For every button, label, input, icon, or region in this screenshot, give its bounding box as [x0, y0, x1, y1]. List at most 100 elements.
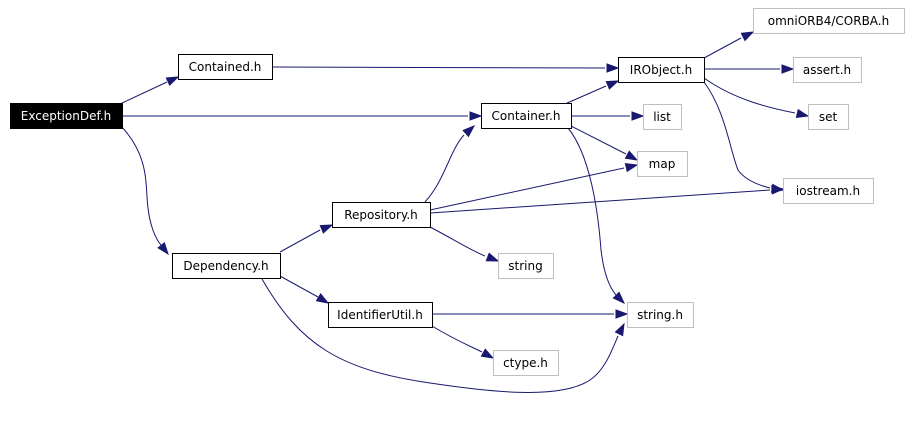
- node-box: [808, 104, 849, 130]
- edge-line: [703, 37, 742, 59]
- node-label: ExceptionDef.h: [21, 109, 111, 123]
- edge-exceptiondef-to-contained: [119, 76, 180, 105]
- node-box: [793, 57, 862, 83]
- edge-line: [429, 226, 486, 257]
- edges-layer: [119, 31, 810, 393]
- edge-line: [429, 167, 625, 211]
- node-box: [328, 302, 433, 328]
- arrowhead: [319, 224, 334, 234]
- node-label: Repository.h: [344, 208, 418, 222]
- edge-line: [431, 325, 483, 353]
- edge-line: [567, 127, 617, 296]
- node-label: assert.h: [803, 63, 851, 77]
- node-box: [783, 178, 874, 204]
- arrowhead: [795, 108, 810, 119]
- node-label: set: [819, 110, 838, 124]
- node-box: [637, 151, 688, 177]
- node-box: [643, 104, 682, 130]
- edge-line: [119, 81, 168, 105]
- node-box: [493, 350, 559, 376]
- arrowhead: [605, 80, 620, 90]
- node-assert: assert.h: [793, 57, 862, 83]
- arrowhead: [315, 293, 330, 304]
- edge-repository-to-map: [429, 162, 639, 211]
- edge-container-to-stringh: [567, 127, 626, 305]
- node-box: [627, 302, 694, 328]
- arrowhead: [624, 162, 639, 173]
- arrowhead: [771, 185, 785, 195]
- node-irobject[interactable]: IRObject.h: [618, 57, 705, 83]
- arrowhead: [740, 31, 755, 42]
- edge-repository-to-string: [429, 226, 500, 262]
- node-label: Contained.h: [189, 60, 262, 74]
- arrowhead: [612, 291, 626, 305]
- arrowhead: [631, 111, 645, 121]
- node-string: string: [498, 253, 554, 279]
- node-box: [172, 253, 281, 279]
- node-ctype: ctype.h: [493, 350, 559, 376]
- node-exceptiondef[interactable]: ExceptionDef.h: [10, 103, 123, 129]
- arrowhead: [462, 125, 476, 138]
- edge-line: [564, 85, 607, 105]
- arrowhead: [614, 322, 625, 337]
- node-omniorb: omniORB4/CORBA.h: [753, 8, 905, 34]
- edge-repository-to-iostream: [429, 185, 785, 214]
- node-box: [178, 54, 273, 80]
- edge-line: [279, 229, 321, 253]
- edge-container-to-map: [570, 125, 639, 161]
- edge-line: [279, 275, 319, 298]
- edge-container-to-list: [571, 111, 645, 121]
- arrowhead: [624, 150, 639, 161]
- arrowhead: [781, 64, 795, 74]
- edge-line: [703, 81, 771, 189]
- edge-line: [121, 126, 162, 246]
- edge-irobject-to-set: [703, 77, 810, 119]
- node-set: set: [808, 104, 849, 130]
- node-list: list: [643, 104, 682, 130]
- edge-dependency-to-stringh: [261, 278, 625, 393]
- node-stringh: string.h: [627, 302, 694, 328]
- node-label: string.h: [637, 308, 683, 322]
- arrowhead: [485, 252, 500, 262]
- node-dependency[interactable]: Dependency.h: [172, 253, 281, 279]
- node-label: Container.h: [492, 109, 561, 123]
- edge-line: [271, 66, 606, 69]
- arrowhead: [606, 63, 620, 73]
- node-identifierutil[interactable]: IdentifierUtil.h: [328, 302, 433, 328]
- node-map: map: [637, 151, 688, 177]
- node-repository[interactable]: Repository.h: [332, 202, 431, 228]
- edge-line: [261, 278, 619, 393]
- arrowhead: [615, 309, 629, 319]
- node-container[interactable]: Container.h: [481, 103, 572, 129]
- edge-identifierutil-to-ctype: [431, 325, 495, 359]
- node-contained[interactable]: Contained.h: [178, 54, 273, 80]
- node-label: Dependency.h: [183, 259, 268, 273]
- node-label: string: [508, 259, 542, 273]
- node-label: list: [653, 110, 671, 124]
- arrowhead: [469, 111, 483, 121]
- edge-irobject-to-omniorb: [703, 31, 755, 59]
- edge-container-to-irobject: [564, 80, 620, 105]
- edge-dependency-to-repository: [279, 224, 334, 253]
- arrowhead: [157, 242, 169, 256]
- node-label: IdentifierUtil.h: [337, 308, 423, 322]
- node-label: ctype.h: [503, 356, 548, 370]
- edge-line: [570, 125, 627, 155]
- edge-line: [429, 189, 771, 214]
- node-box: [753, 8, 905, 34]
- edge-identifierutil-to-stringh: [432, 309, 629, 319]
- node-box: [10, 103, 123, 129]
- node-label: IRObject.h: [630, 63, 692, 77]
- node-box: [332, 202, 431, 228]
- node-label: map: [649, 157, 676, 171]
- edge-exceptiondef-to-container: [122, 111, 483, 121]
- edge-irobject-to-assert: [704, 64, 795, 74]
- node-box: [618, 57, 705, 83]
- arrowhead: [480, 348, 495, 359]
- node-box: [481, 103, 572, 129]
- node-label: omniORB4/CORBA.h: [768, 14, 889, 28]
- node-label: iostream.h: [796, 184, 860, 198]
- node-box: [498, 253, 554, 279]
